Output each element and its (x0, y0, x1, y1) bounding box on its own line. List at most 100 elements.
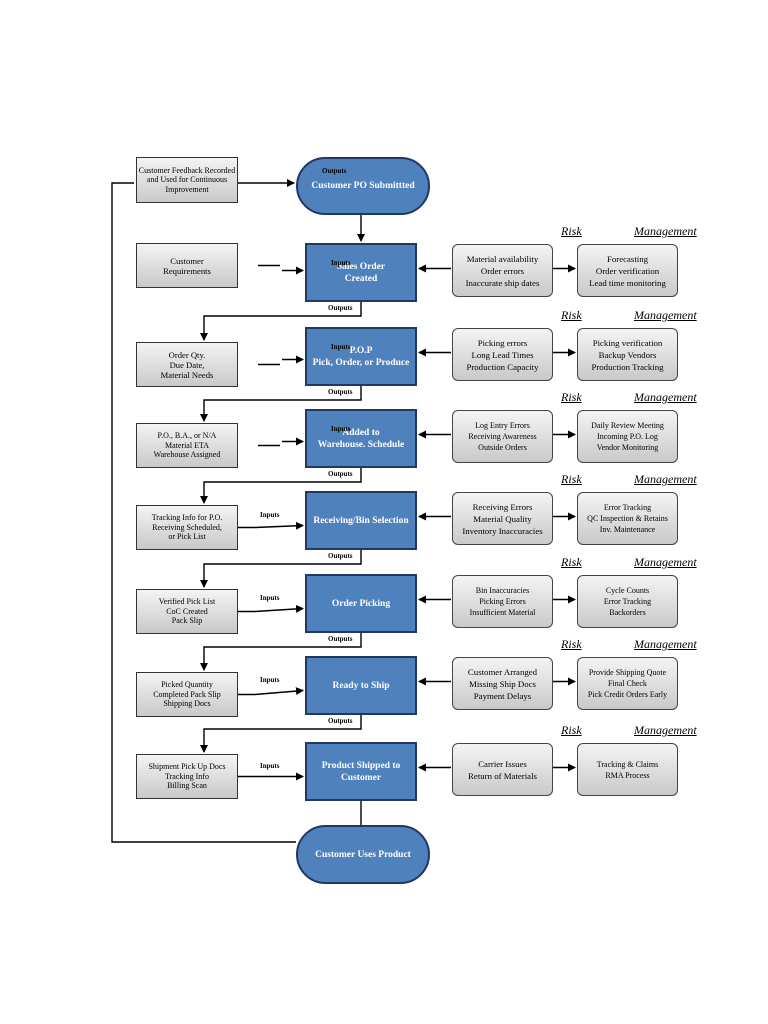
process-step-line: Receiving/Bin Selection (313, 515, 409, 526)
input-box-line: Verified Pick List (158, 597, 216, 607)
management-box-line: Final Check (608, 679, 647, 688)
process-step-line: Product Shipped to (321, 760, 401, 771)
process-step-line: P.O.P (349, 345, 373, 356)
input-box-line: Requirements (163, 265, 211, 276)
outputs-label: Outputs (328, 552, 353, 560)
management-box-line: Tracking & Claims (596, 759, 659, 769)
process-step-line: Warehouse. Schedule (317, 439, 405, 450)
outputs-label: Outputs (328, 470, 353, 478)
end-terminal-label: Customer Uses Product (315, 849, 411, 860)
risk-header: Risk (561, 472, 582, 486)
feedback-line: Improvement (165, 184, 209, 194)
feedback-line: Customer Feedback Recorded (138, 165, 236, 175)
inputs-label: Inputs (260, 675, 280, 684)
input-box-line: Warehouse Assigned (153, 450, 221, 460)
management-header: Management (634, 723, 697, 737)
input-box-line: Shipping Docs (163, 699, 211, 709)
input-box-line: Completed Pack Slip (153, 689, 221, 699)
feedback-box: Customer Feedback Recorded and Used for … (136, 157, 238, 203)
input-box-line: Material ETA (164, 440, 209, 450)
process-step-line: Customer (340, 772, 382, 783)
management-box-line: Backup Vendors (598, 349, 657, 360)
process-step-line: Added to (342, 427, 380, 438)
management-header: Management (634, 224, 697, 238)
inputs-label: Inputs (260, 761, 280, 770)
management-box-line: Backorders (609, 608, 646, 617)
input-box-line: Pack Slip (171, 616, 203, 626)
management-box-line: Inv. Maintenance (599, 525, 656, 534)
risk-box-line: Receiving Awareness (468, 432, 537, 441)
process-step-line: Order Picking (331, 598, 391, 609)
process-step: Order Picking (305, 574, 417, 633)
management-header: Management (634, 637, 697, 651)
start-terminal: Customer PO Submittted (296, 157, 430, 215)
input-box-line: Receiving Scheduled, (152, 522, 222, 532)
risk-box-line: Receiving Errors (472, 501, 533, 512)
management-box-line: Provide Shipping Quote (588, 668, 667, 677)
management-box-line: Incoming P.O. Log (597, 432, 658, 441)
input-box-line: or Pick List (168, 532, 206, 542)
end-terminal: Customer Uses Product (296, 825, 430, 884)
management-box-line: Error Tracking (603, 597, 652, 606)
risk-box-line: Production Capacity (466, 361, 539, 372)
risk-box-line: Material availability (466, 253, 539, 264)
risk-box-line: Missing Ship Docs (469, 678, 536, 689)
process-step-line: Created (344, 273, 378, 284)
outputs-label: Outputs (328, 388, 353, 396)
risk-box-line: Long Lead Times (471, 349, 534, 360)
risk-box-line: Order errors (480, 265, 525, 276)
process-step-line: Pick, Order, or Produce (312, 357, 410, 368)
management-box-line: QC Inspection & Retains (587, 514, 668, 523)
risk-box-line: Outside Orders (478, 443, 527, 452)
input-box: Order Qty.Due Date,Material Needs (136, 342, 238, 387)
outputs-label: Outputs (328, 635, 353, 643)
management-box-line: Error Tracking (603, 503, 652, 512)
risk-box-line: Payment Delays (473, 690, 532, 701)
risk-box-line: Material Quality (473, 513, 532, 524)
input-box-line: P.O., B.A., or N/A (157, 431, 217, 441)
outputs-label: Outputs (328, 717, 353, 725)
risk-box-line: Inaccurate ship dates (465, 277, 540, 288)
inputs-label: Inputs (331, 343, 351, 351)
input-box-line: Material Needs (160, 369, 214, 380)
input-box-line: Shipment Pick Up Docs (148, 762, 226, 772)
management-box-line: Pick Credit Orders Early (587, 690, 668, 699)
process-step: Ready to Ship (305, 656, 417, 715)
risk-box-line: Customer Arranged (467, 666, 538, 677)
management-box-line: Vendor Monitoring (596, 443, 659, 452)
risk-box-line: Log Entry Errors (475, 421, 530, 430)
inputs-label: Inputs (331, 425, 351, 433)
input-box-line: Picked Quantity (161, 680, 213, 690)
risk-box-line: Bin Inaccuracies (475, 586, 530, 595)
risk-box-line: Insufficient Material (469, 608, 536, 617)
risk-header: Risk (561, 308, 582, 322)
input-box-line: Tracking Info (165, 771, 209, 781)
feedback-line: and Used for Continuous (146, 175, 228, 185)
management-box-line: Forecasting (606, 253, 649, 264)
risk-box-line: Carrier Issues (478, 758, 527, 769)
inputs-label: Inputs (331, 259, 351, 267)
risk-box-line: Return of Materials (468, 770, 537, 781)
risk-box-line: Inventory Inaccuracies (462, 525, 543, 536)
input-box-line: Tracking Info for P.O. (151, 513, 223, 523)
start-outputs-label: Outputs (322, 167, 347, 175)
process-step-line: Sales Order (336, 261, 386, 272)
risk-header: Risk (561, 723, 582, 737)
management-box-line: Order verification (595, 265, 660, 276)
